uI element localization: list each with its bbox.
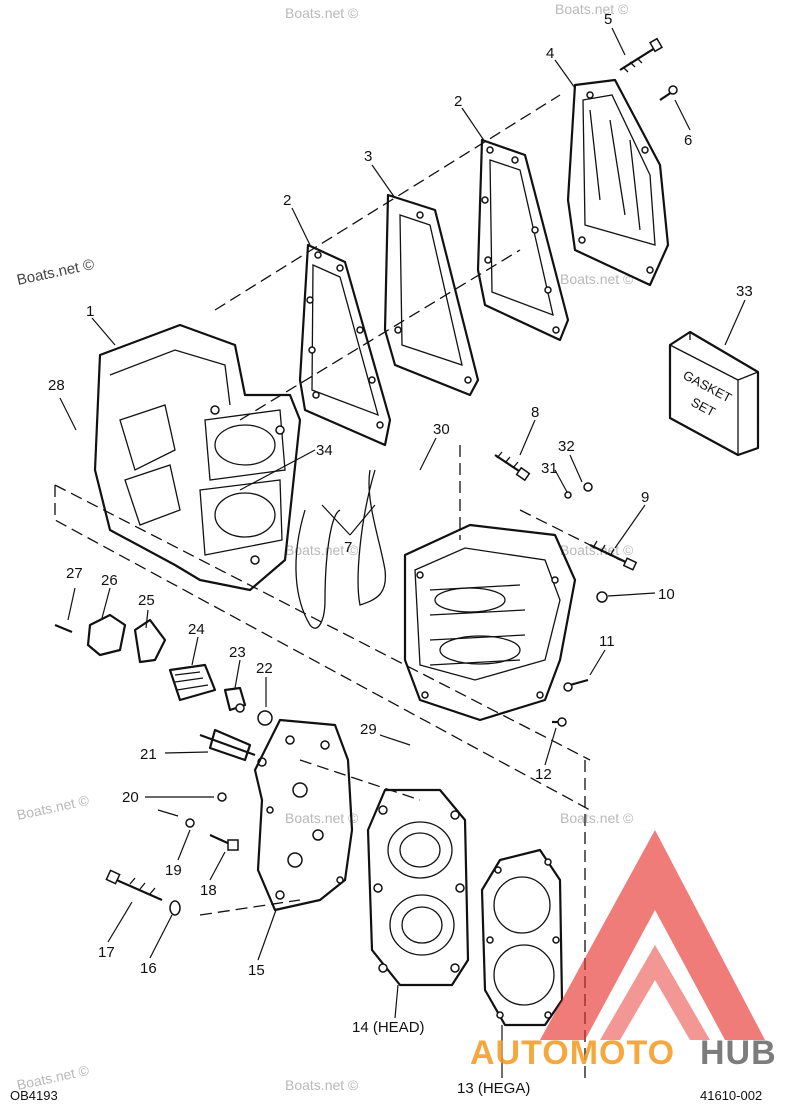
callout-13: 13 (HEGA)	[457, 1080, 530, 1097]
callout-8: 8	[531, 404, 539, 421]
callout-29: 29	[360, 721, 377, 738]
callout-30: 30	[433, 421, 450, 438]
callout-11: 11	[599, 633, 615, 650]
callout-2: 2	[454, 93, 462, 110]
gasket-right	[476, 138, 570, 342]
watermark-text: Boats.net ©	[555, 1, 629, 17]
callout-3: 3	[364, 148, 372, 165]
callout-1: 1	[86, 303, 94, 320]
callout-28: 28	[48, 377, 65, 394]
watermark-text: Boats.net ©	[15, 792, 91, 823]
watermark-text: Boats.net ©	[285, 5, 359, 21]
cylinder-head-cover	[253, 718, 354, 912]
gasket-set-box: GASKET SET	[668, 330, 760, 457]
callout-5: 5	[604, 11, 612, 28]
logo-triangle-icon	[540, 830, 765, 1040]
callout-32: 32	[558, 438, 575, 455]
callout-21: 21	[140, 746, 157, 763]
logo-text-part2: HUB	[700, 1034, 777, 1072]
callout-4: 4	[546, 45, 554, 62]
callout-23: 23	[229, 644, 246, 661]
intake-cover	[566, 78, 670, 287]
bolts-top	[619, 37, 678, 101]
callout-15: 15	[248, 962, 265, 979]
callout-20: 20	[122, 789, 139, 806]
reed-plate	[383, 193, 480, 397]
callout-10: 10	[658, 586, 675, 603]
part-number: 41610-002	[700, 1088, 762, 1103]
callout-12: 12	[535, 766, 552, 783]
callout-7: 7	[344, 539, 352, 556]
watermark-text: Boats.net ©	[285, 542, 359, 558]
cylinder-block	[93, 323, 302, 592]
watermark-text: Boats.net ©	[15, 256, 95, 289]
automotohub-logo: AUTOMOTO HUB	[470, 830, 777, 1072]
watermark-text: Boats.net ©	[285, 1077, 359, 1093]
callout-2: 2	[283, 192, 291, 209]
callout-24: 24	[188, 621, 205, 638]
spark-plug-and-fasteners	[105, 728, 267, 916]
alignment-lines	[54, 94, 621, 1080]
callout-labels: 1 2 2 3 4 5 6 7 8 9 10 11 12 13 (HEGA) 1…	[48, 11, 753, 1097]
gasket-left	[298, 243, 392, 447]
callout-33: 33	[736, 283, 753, 300]
callout-27: 27	[66, 565, 83, 582]
crankcase-center	[403, 523, 577, 722]
watermark-text: Boats.net ©	[285, 810, 359, 826]
cylinder-head	[366, 788, 470, 987]
watermark-text: Boats.net ©	[560, 810, 634, 826]
watermark-text: Boats.net ©	[560, 542, 634, 558]
callout-19: 19	[165, 862, 182, 879]
leader-lines	[59, 27, 746, 1078]
thermostat-parts	[54, 613, 273, 726]
callout-22: 22	[256, 660, 273, 677]
wire-loops	[295, 469, 387, 629]
watermarks: Boats.net © Boats.net © Boats.net © Boat…	[15, 1, 634, 1093]
callout-34: 34	[316, 442, 333, 459]
callout-14: 14 (HEAD)	[352, 1019, 425, 1036]
callout-26: 26	[101, 572, 118, 589]
callout-17: 17	[98, 944, 115, 961]
callout-31: 31	[541, 460, 558, 477]
bolts-right	[494, 451, 638, 727]
watermark-text: Boats.net ©	[560, 271, 634, 287]
head-gasket	[480, 848, 564, 1027]
logo-text-part1: AUTOMOTO	[470, 1034, 675, 1072]
callout-18: 18	[200, 882, 217, 899]
callout-16: 16	[140, 960, 157, 977]
diagram-code: OB4193	[10, 1088, 58, 1103]
callout-25: 25	[138, 592, 155, 609]
callout-9: 9	[641, 489, 649, 506]
callout-6: 6	[684, 132, 692, 149]
